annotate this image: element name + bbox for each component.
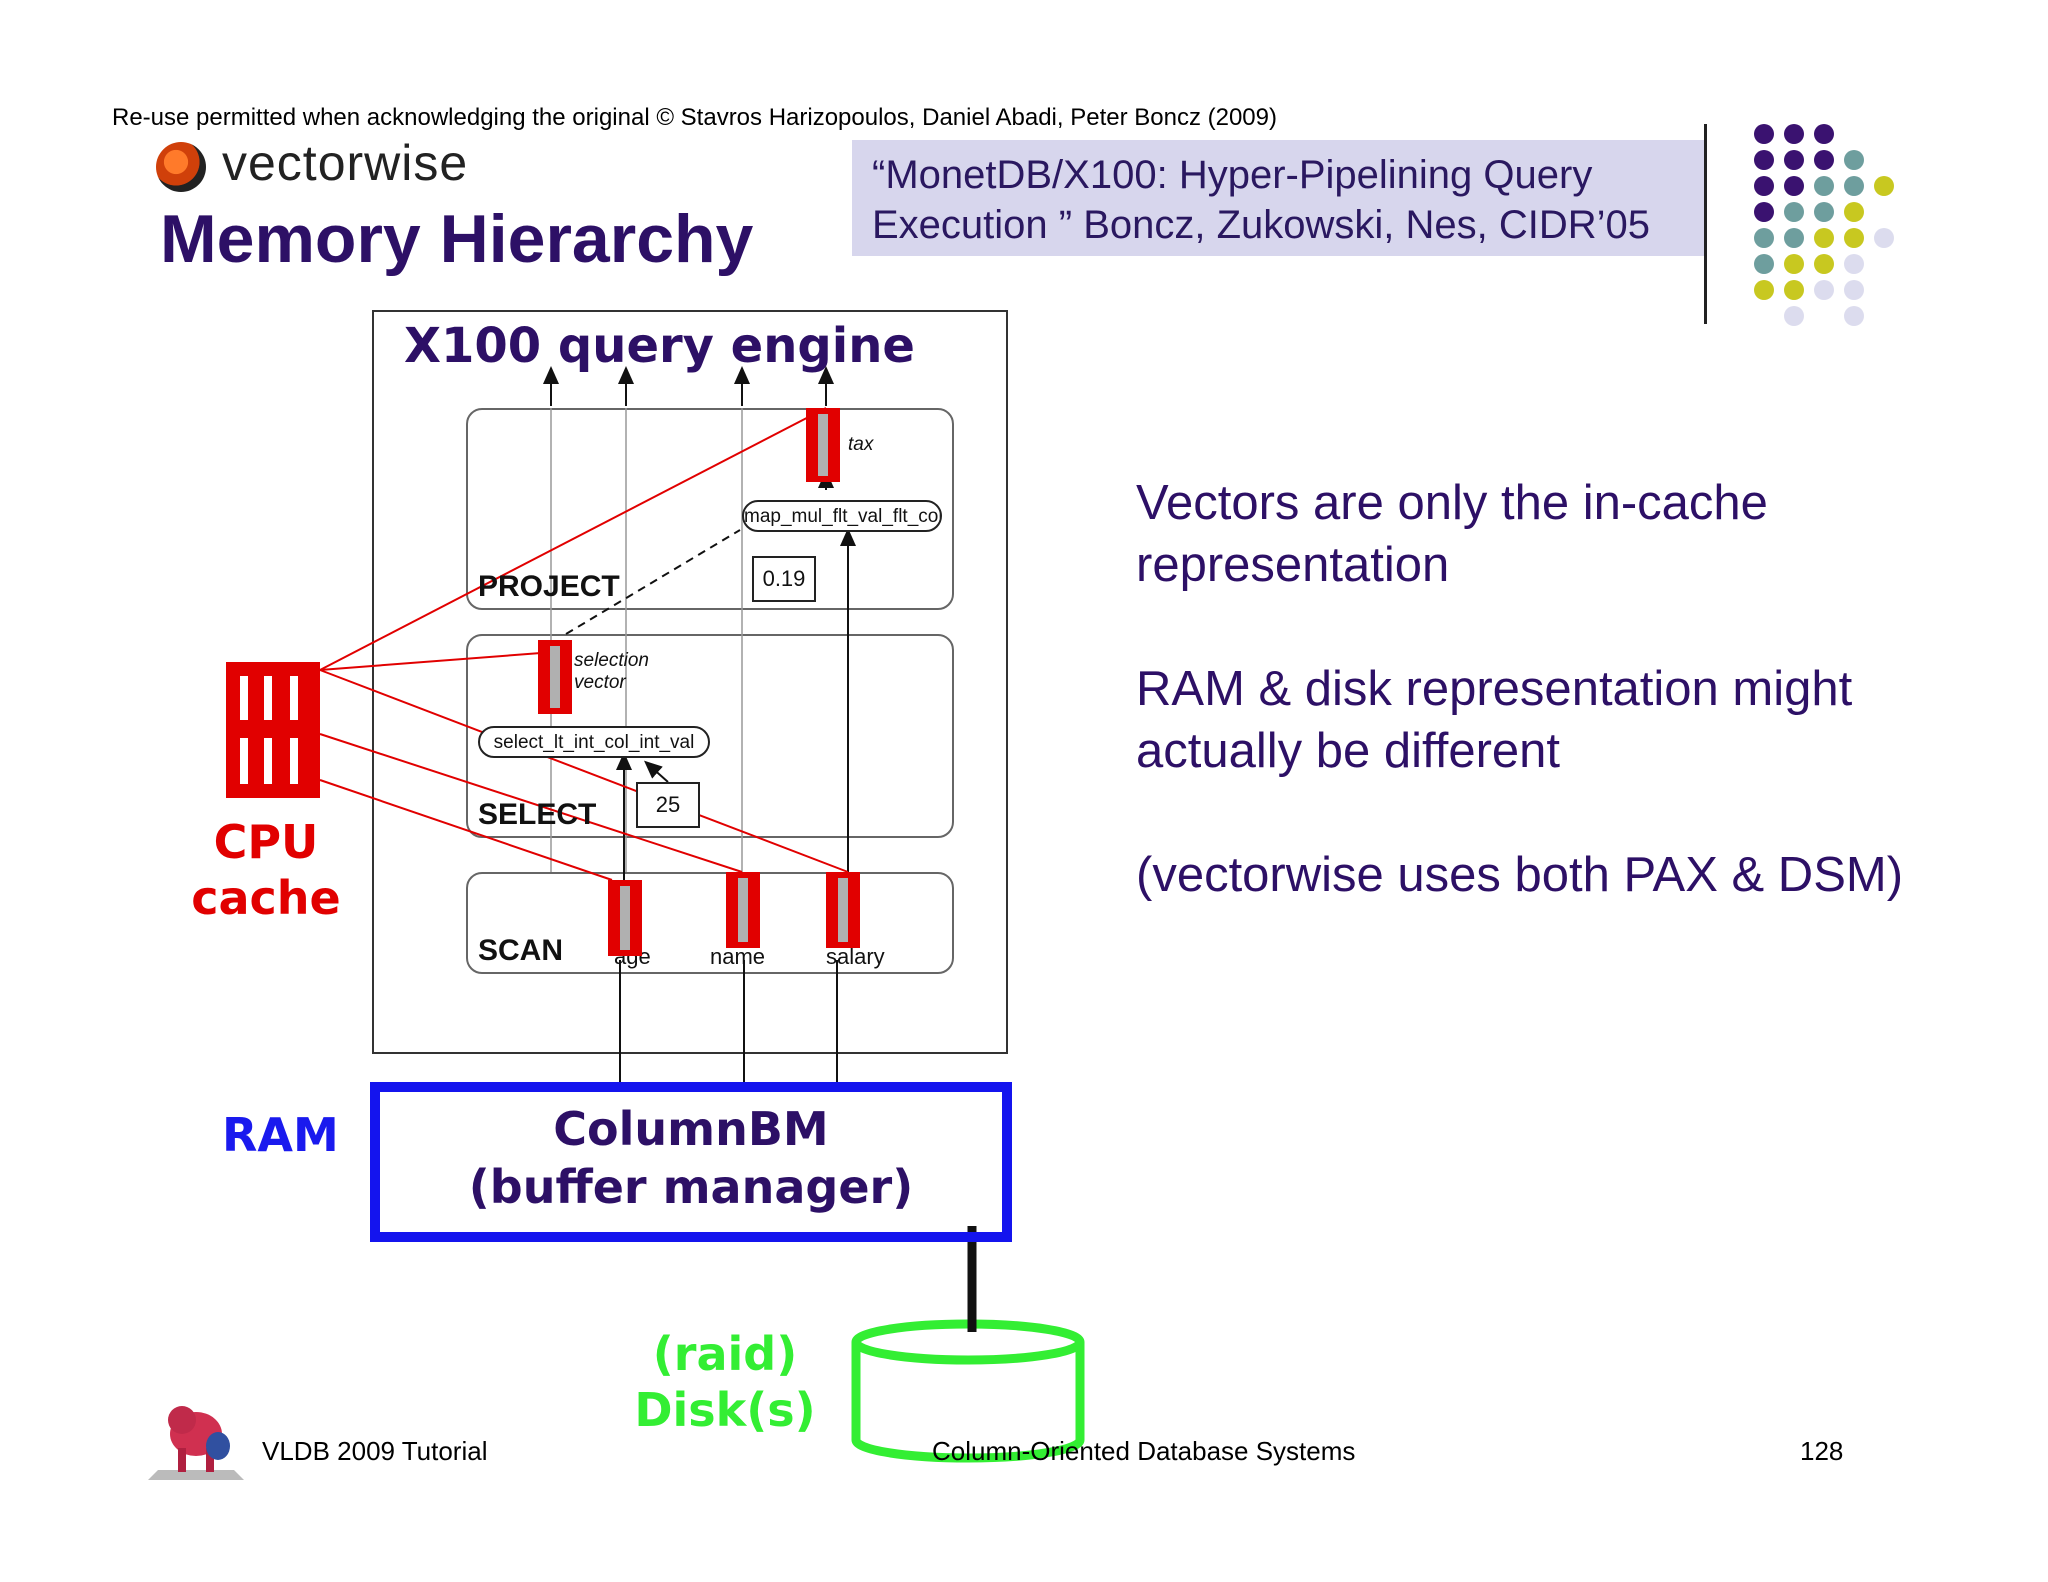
dot [1784,124,1804,144]
cpu-cache-block [226,662,320,798]
map-function: map_mul_flt_val_flt_col [742,500,942,532]
dot [1844,280,1864,300]
query-engine-frame [372,310,1008,1054]
select-function: select_lt_int_col_int_val [478,726,710,758]
dot [1754,176,1774,196]
bullet-2: RAM & disk representation might actually… [1136,662,1853,778]
dot [1844,150,1864,170]
bullet-1: Vectors are only the in-cache representa… [1136,476,1768,592]
footer-event: VLDB 2009 Tutorial [262,1436,488,1466]
buffer-manager-label: ColumnBM (buffer manager) [468,1102,914,1214]
column-name-label: name [710,944,766,969]
tax-label: tax [848,434,874,455]
dot [1844,228,1864,248]
dot [1814,150,1834,170]
header-divider [1704,124,1707,324]
select-operator [466,634,954,838]
dot [1784,176,1804,196]
dot [1754,280,1774,300]
dot [1814,124,1834,144]
buffer-manager-box [370,1082,1012,1242]
dot [1844,202,1864,222]
dot [1814,254,1834,274]
dot [1784,228,1804,248]
logo-mark-icon [156,142,206,192]
dot [1784,306,1804,326]
disk-label: (raid) Disk(s) [634,1327,816,1437]
dot [1844,176,1864,196]
dot [1814,176,1834,196]
dot [1754,124,1774,144]
dot [1784,254,1804,274]
cpu-cache-label: CPU cache [191,815,341,925]
dot [1754,254,1774,274]
dot [1814,202,1834,222]
project-operator [466,408,954,610]
dot [1814,280,1834,300]
dot [1784,202,1804,222]
project-label: PROJECT [478,570,620,603]
ram-label: RAM [222,1108,339,1162]
decorative-dot-grid [1740,118,1900,338]
dot [1754,150,1774,170]
slide-title: Memory Hierarchy [160,201,754,277]
vectorwise-logo: vectorwise [152,134,552,194]
scan-operator [466,872,954,974]
dot [1844,254,1864,274]
dot [1754,202,1774,222]
dot [1814,228,1834,248]
bullet-3: (vectorwise uses both PAX & DSM) [1136,848,1904,902]
dot [1784,280,1804,300]
dot [1754,228,1774,248]
engine-title: X100 query engine [404,318,915,374]
logo-text: vectorwise [222,135,469,191]
name-vector [726,872,760,948]
selection-vector [538,640,572,714]
lion-logo-icon [148,1406,244,1480]
scan-label: SCAN [478,934,564,967]
tax-vector [806,408,840,482]
dot [1874,176,1894,196]
project-constant: 0.19 [752,556,816,602]
dot [1784,150,1804,170]
page-number: 128 [1800,1436,1844,1466]
footer-title: Column-Oriented Database Systems [932,1436,1356,1466]
column-salary-label: salary [826,944,885,969]
salary-vector [826,872,860,948]
dot [1874,228,1894,248]
selection-vector-label: selection vector [574,650,649,693]
copyright-notice: Re-use permitted when acknowledging the … [112,104,1277,131]
paper-reference: “MonetDB/X100: Hyper-Pipelining Query Ex… [852,140,1704,256]
select-label: SELECT [478,798,597,831]
select-constant: 25 [636,782,700,828]
dot [1844,306,1864,326]
age-vector [608,880,642,956]
